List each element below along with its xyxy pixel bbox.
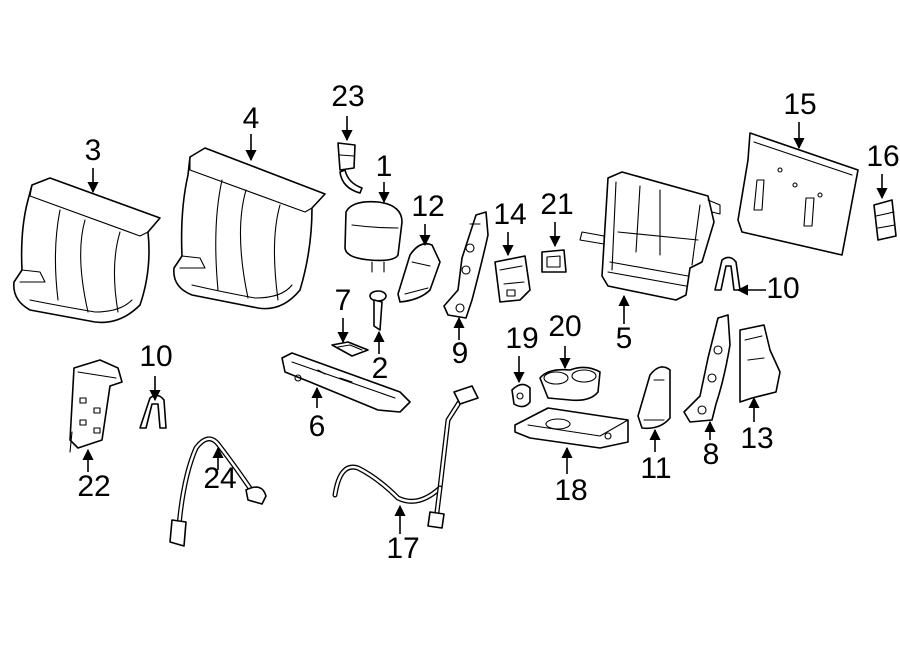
callout-9: 9 — [452, 337, 469, 370]
cable-17 — [332, 385, 479, 529]
trim-cover-12 — [397, 242, 441, 303]
callout-10-right: 10 — [766, 272, 799, 305]
callout-22: 22 — [77, 470, 110, 503]
armrest-18 — [514, 407, 629, 449]
knob-19 — [511, 383, 531, 408]
callout-16: 16 — [866, 140, 899, 173]
callout-15: 15 — [783, 88, 816, 121]
leader-lines — [82, 116, 888, 534]
cable-24 — [169, 436, 267, 547]
callout-4: 4 — [243, 102, 260, 135]
callout-5: 5 — [616, 322, 633, 355]
headrest-1 — [344, 200, 403, 273]
callout-14: 14 — [493, 198, 526, 231]
clip-10-right — [714, 256, 741, 291]
panel-22 — [69, 359, 123, 453]
callout-3: 3 — [85, 134, 102, 167]
seat-back-left — [13, 177, 161, 324]
callout-19: 19 — [505, 322, 538, 355]
pad-7 — [331, 341, 369, 357]
callout-13: 13 — [740, 422, 773, 455]
callout-2: 2 — [372, 352, 389, 385]
clip-10-left — [139, 394, 167, 429]
back-panel-15 — [737, 132, 859, 256]
latch-16 — [873, 199, 897, 241]
callout-24: 24 — [203, 462, 236, 495]
callout-21: 21 — [540, 188, 573, 221]
callout-10-left: 10 — [139, 340, 172, 373]
callout-1: 1 — [376, 150, 393, 183]
cupholder-insert-20 — [539, 366, 601, 402]
callout-8: 8 — [703, 438, 720, 471]
bracket-13 — [739, 324, 781, 403]
clip-21 — [541, 249, 567, 273]
callout-6: 6 — [309, 410, 326, 443]
callout-20: 20 — [548, 310, 581, 343]
seat-frame-5 — [579, 171, 721, 301]
rail-6 — [281, 352, 411, 413]
bracket-14 — [494, 255, 531, 303]
callout-7: 7 — [335, 284, 352, 317]
latch-23 — [337, 142, 363, 194]
hinge-8 — [683, 314, 731, 423]
callout-11: 11 — [640, 452, 671, 485]
callout-18: 18 — [554, 474, 587, 507]
callout-12: 12 — [411, 190, 444, 223]
pin-2 — [369, 290, 387, 331]
side-trim-11 — [637, 366, 671, 430]
hinge-9 — [443, 211, 489, 319]
callout-17: 17 — [386, 532, 419, 565]
seat-back-center — [173, 147, 326, 310]
callout-23: 23 — [331, 80, 364, 113]
callout-numbers: 1 2 3 4 5 6 7 8 9 10 10 11 12 13 14 15 1… — [77, 80, 899, 565]
